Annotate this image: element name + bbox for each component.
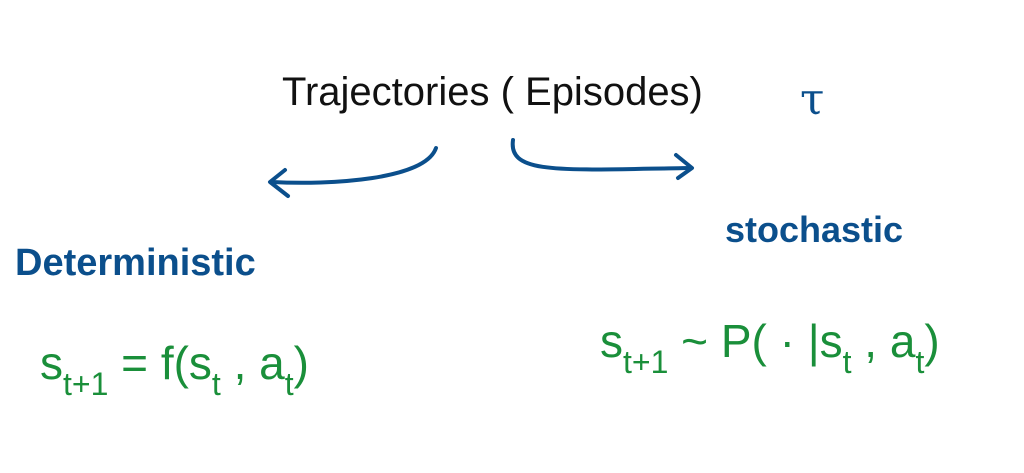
eq-close: ) <box>293 337 309 389</box>
trajectory-symbol: τ <box>800 74 825 125</box>
deterministic-equation: st+1 = f(st , at) <box>40 340 309 400</box>
eq-lhs: s <box>40 337 63 389</box>
eq-arg2-sub: t <box>915 344 925 380</box>
eq-sep: , a <box>220 337 285 389</box>
eq-op: = <box>108 337 161 389</box>
arrow-left-head <box>268 168 290 198</box>
arrow-right-head <box>674 153 694 180</box>
eq-lhs-sub: t+1 <box>63 366 109 402</box>
eq-func: P( · |s <box>720 315 843 367</box>
eq-arg2-sub: t <box>284 366 294 402</box>
eq-sep: , a <box>851 315 916 367</box>
arrow-left <box>270 146 438 185</box>
eq-lhs-sub: t+1 <box>623 344 669 380</box>
eq-lhs: s <box>600 315 623 367</box>
diagram-title: Trajectories ( Episodes) <box>282 70 703 114</box>
stochastic-label: stochastic <box>725 209 904 250</box>
deterministic-label: Deterministic <box>15 242 256 284</box>
stochastic-equation: st+1 ~ P( · |st , at) <box>600 318 940 378</box>
eq-arg1-sub: t <box>842 344 852 380</box>
eq-op: ~ <box>668 315 721 367</box>
eq-close: ) <box>924 315 940 367</box>
arrow-right <box>510 138 692 172</box>
eq-func: f(s <box>160 337 212 389</box>
eq-arg1-sub: t <box>211 366 221 402</box>
